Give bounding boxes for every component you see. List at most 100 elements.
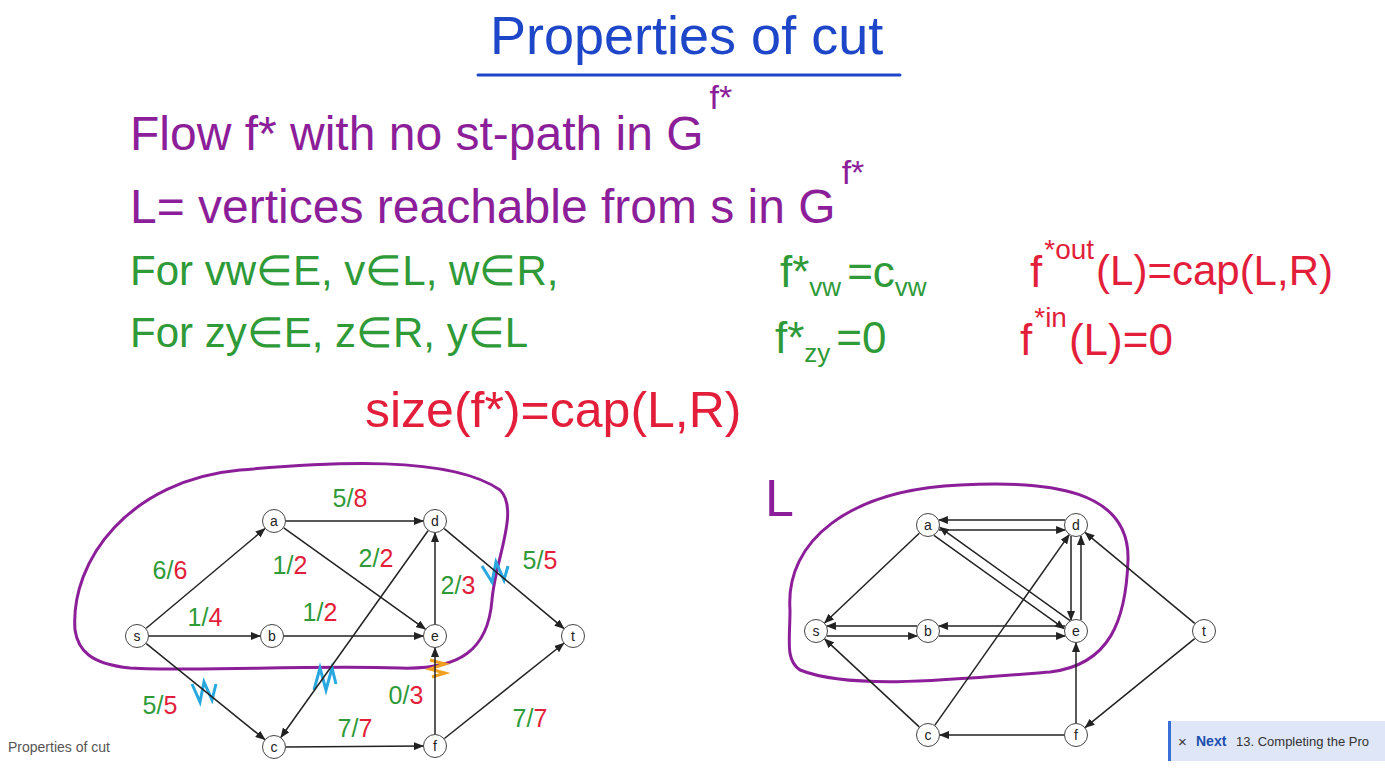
flow-edge: [286, 520, 423, 522]
slide-title: Properties of cut: [8, 740, 110, 754]
flow-edge: [934, 535, 1064, 628]
cut-mark-scribble: [430, 660, 445, 677]
flow-edge: [1085, 533, 1195, 624]
handwritten-note: *in: [1034, 304, 1067, 332]
vertex-name: f: [433, 739, 437, 753]
cut-mark-scribble: [192, 682, 216, 702]
flow-edge: [149, 635, 260, 637]
handwritten-note: f*: [842, 155, 865, 189]
flow-capacity-label: 1/4: [186, 604, 225, 631]
flow-edge: [1080, 536, 1082, 620]
vertex-name: b: [924, 624, 932, 638]
flow-edge: [434, 648, 436, 734]
vertex-name: t: [1202, 624, 1206, 638]
vertex-name: c: [925, 728, 932, 742]
next-bar-accent: [1168, 721, 1171, 761]
handwritten-note: (L)=cap(L,R): [1096, 250, 1333, 292]
flow-edge: [1075, 643, 1077, 723]
flow-capacity-label: 1/2: [271, 552, 310, 579]
graph-vertex: f: [423, 734, 447, 758]
handwritten-note: f*: [775, 316, 804, 360]
vertex-name: a: [924, 518, 932, 532]
handwritten-note: *out: [1044, 236, 1094, 264]
flow-capacity-label: 7/7: [511, 705, 550, 732]
flow-edge: [935, 535, 1069, 725]
flow-edge: [940, 527, 1070, 620]
nav-text: Next: [1196, 734, 1226, 748]
graph-vertex: d: [423, 509, 447, 533]
vertex-name: a: [270, 514, 278, 528]
handwritten-note: (L)=0: [1069, 318, 1173, 362]
handwritten-note: size(f*)=cap(L,R): [365, 385, 742, 435]
vertex-name: s: [813, 624, 820, 638]
flow-edge: [825, 639, 919, 727]
flow-capacity-label: 0/3: [387, 682, 426, 709]
flow-edge: [281, 531, 428, 737]
graph-vertex: a: [916, 513, 940, 537]
flow-edge: [940, 734, 1064, 736]
flow-capacity-label: 1/2: [301, 599, 340, 626]
handwritten-note: L= vertices reachable from s in G: [130, 183, 836, 231]
graph-vertex: b: [916, 619, 940, 643]
vertex-name: t: [571, 629, 575, 643]
flow-edge: [939, 625, 1065, 627]
graph-vertex: c: [262, 735, 286, 759]
flow-edge: [827, 635, 917, 637]
handwritten-note: For vw∈E, v∈L, w∈R,: [130, 250, 558, 292]
handwritten-note: f*: [780, 250, 809, 294]
flow-edge: [939, 635, 1065, 637]
title-underline: [478, 74, 900, 77]
graph-vertex: t: [561, 624, 585, 648]
flow-edge: [1070, 536, 1072, 620]
flow-capacity-label: 6/6: [151, 557, 190, 584]
flow-capacity-label: 2/3: [439, 572, 478, 599]
nav-text: ×: [1178, 734, 1187, 749]
graph-vertex: a: [262, 509, 286, 533]
slide-title: Properties of cut: [490, 8, 883, 62]
cut-region-outline: [75, 463, 508, 669]
vertex-name: e: [431, 629, 439, 643]
flow-edge: [146, 644, 264, 740]
handwritten-note: L: [765, 472, 794, 524]
flow-edge: [1085, 639, 1194, 728]
next-bar: [1168, 721, 1385, 761]
flow-edge: [825, 533, 920, 623]
graph-vertex: d: [1064, 513, 1088, 537]
graph-vertex: e: [1064, 619, 1088, 643]
handwritten-note: f: [1020, 318, 1032, 362]
vertex-name: e: [1072, 624, 1080, 638]
handwritten-note: For zy∈E, z∈R, y∈L: [130, 312, 528, 354]
flow-edge: [434, 533, 436, 624]
graph-vertex: s: [804, 619, 828, 643]
cut-region-outline: [789, 484, 1128, 682]
vertex-name: s: [134, 629, 141, 643]
vertex-name: d: [1072, 518, 1080, 532]
vertex-name: b: [268, 629, 276, 643]
flow-edge: [444, 643, 563, 738]
handwritten-note: f: [1030, 250, 1042, 294]
graph-vertex: t: [1192, 619, 1216, 643]
vertex-name: f: [1074, 728, 1078, 742]
handwritten-note: vw: [895, 274, 927, 300]
flow-capacity-label: 5/5: [141, 692, 180, 719]
handwritten-note: Flow f* with no st-path in G: [130, 110, 704, 158]
graph-vertex: e: [423, 624, 447, 648]
nav-text: 13. Completing the Pro: [1236, 735, 1369, 748]
handwritten-note: zy: [804, 340, 830, 366]
flow-capacity-label: 7/7: [336, 715, 375, 742]
vertex-name: c: [271, 740, 278, 754]
flow-capacity-label: 2/2: [357, 545, 396, 572]
flow-edge: [827, 625, 917, 627]
flow-capacity-label: 5/5: [521, 547, 560, 574]
flow-edge: [284, 528, 425, 629]
flow-edge: [286, 745, 423, 747]
flow-capacity-label: 5/8: [331, 485, 370, 512]
handwritten-note: vw: [809, 274, 841, 300]
graph-vertex: s: [125, 624, 149, 648]
graph-vertex: b: [260, 624, 284, 648]
flow-edge: [939, 519, 1065, 521]
handwritten-note: =c: [847, 250, 895, 294]
vertex-name: d: [431, 514, 439, 528]
flow-edge: [444, 529, 564, 629]
graph-vertex: c: [916, 723, 940, 747]
